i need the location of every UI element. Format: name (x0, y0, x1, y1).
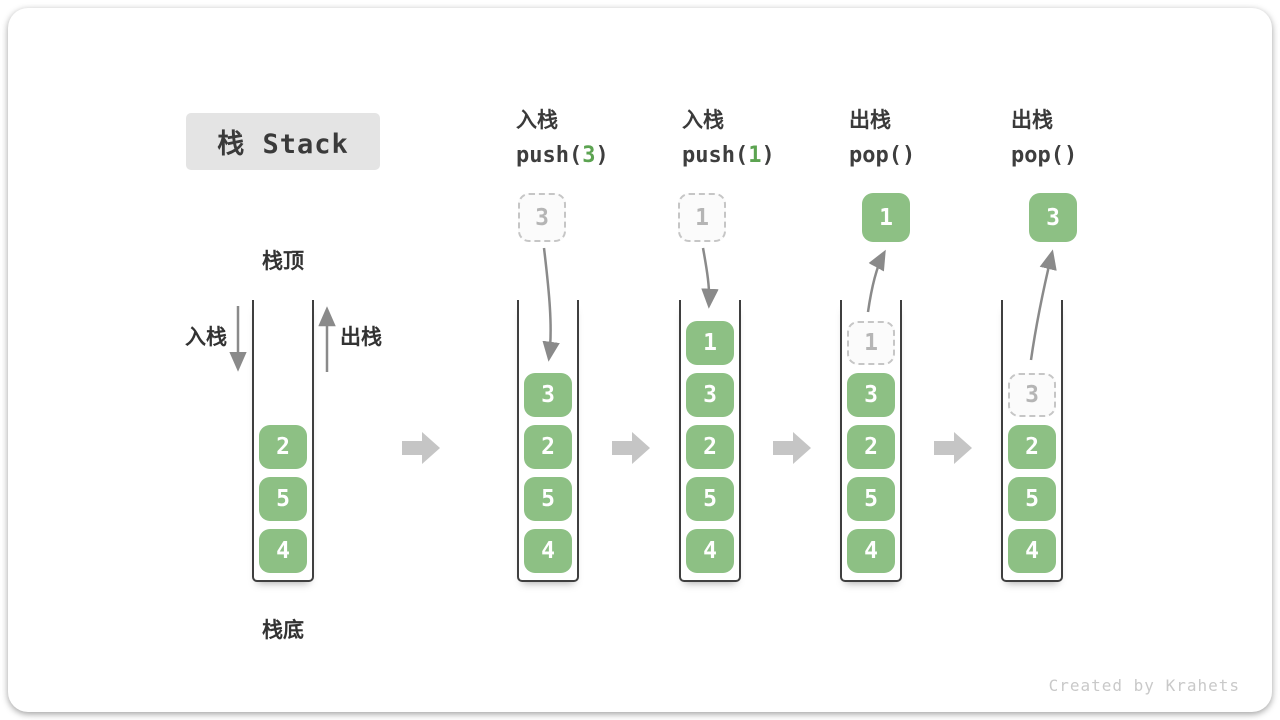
op-header-push-1: 入栈 push(1) (682, 107, 852, 169)
op-code: pop() (1011, 143, 1181, 169)
stack-5-popped-value: 3 (1029, 193, 1077, 242)
op-code: pop() (849, 143, 1019, 169)
stack-3-cell-5: 5 (686, 477, 734, 521)
stack-2-cell-3: 3 (524, 373, 572, 417)
stack-2-cell-2: 2 (524, 425, 572, 469)
title-badge: 栈 Stack (186, 113, 380, 170)
stack-3-cell-3: 3 (686, 373, 734, 417)
op-code-post: ) (1063, 143, 1078, 168)
stack-2-incoming-value: 3 (518, 193, 566, 242)
stack-top-label: 栈顶 (262, 249, 304, 273)
op-code-pre: pop( (1011, 143, 1064, 168)
stack-1-cell-5: 5 (259, 477, 307, 521)
stack-2-cell-5: 5 (524, 477, 572, 521)
stack-5-cell-5: 5 (1008, 477, 1056, 521)
stack-3-cell-1: 1 (686, 321, 734, 365)
op-code-post: ) (595, 143, 609, 168)
stack-4-popped-value: 1 (862, 193, 910, 242)
op-code: push(1) (682, 143, 852, 169)
push-side-label: 入栈 (185, 325, 227, 349)
op-header-pop-first: 出栈 pop() (849, 107, 1019, 169)
stack-5-cell-4: 4 (1008, 529, 1056, 573)
stack-4-cell-5: 5 (847, 477, 895, 521)
op-code-pre: pop( (849, 143, 902, 168)
stack-5-cell-3-ghost: 3 (1008, 373, 1056, 417)
op-code-pre: push( (516, 143, 583, 168)
op-code-post: ) (761, 143, 775, 168)
stack-4-cell-1-ghost: 1 (847, 321, 895, 365)
op-code-post: ) (901, 143, 916, 168)
op-code-arg: 3 (582, 143, 596, 168)
stack-4-cell-3: 3 (847, 373, 895, 417)
stack-bottom-label: 栈底 (262, 618, 304, 642)
op-label: 入栈 (682, 108, 724, 132)
op-label: 入栈 (516, 108, 558, 132)
stack-3-cell-2: 2 (686, 425, 734, 469)
stack-3-incoming-value: 1 (678, 193, 726, 242)
pop-side-label: 出栈 (340, 325, 382, 349)
stack-5-cell-2: 2 (1008, 425, 1056, 469)
op-header-pop-second: 出栈 pop() (1011, 107, 1181, 169)
stack-1-cell-4: 4 (259, 529, 307, 573)
stack-3-cell-4: 4 (686, 529, 734, 573)
op-code-pre: push( (682, 143, 749, 168)
stack-4-cell-4: 4 (847, 529, 895, 573)
op-code-arg: 1 (748, 143, 762, 168)
stack-4-cell-2: 2 (847, 425, 895, 469)
op-header-push-3: 入栈 push(3) (516, 107, 686, 169)
stack-2-cell-4: 4 (524, 529, 572, 573)
op-code: push(3) (516, 143, 686, 169)
credit-watermark: Created by Krahets (1048, 676, 1240, 695)
stack-1-cell-2: 2 (259, 425, 307, 469)
op-label: 出栈 (1011, 108, 1053, 132)
op-label: 出栈 (849, 108, 891, 132)
